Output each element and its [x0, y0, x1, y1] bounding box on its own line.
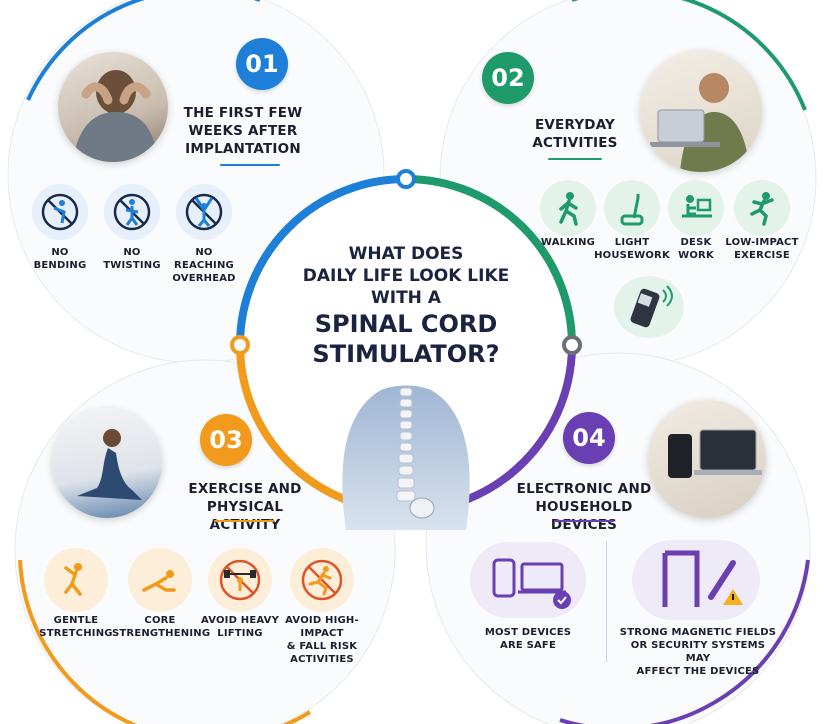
section-2-arc	[572, 0, 807, 111]
ring-node-top	[396, 169, 416, 189]
section-4-underline	[554, 520, 614, 522]
desk-work-icon	[668, 180, 724, 236]
low-impact-exercise-icon	[734, 180, 790, 236]
desk-work-label: DESK WORK	[678, 237, 714, 261]
avoid-heavy-lifting-label: AVOID HEAVY LIFTING	[200, 615, 280, 639]
light-housework-label: LIGHT HOUSEWORK	[594, 237, 670, 261]
center-question: WHAT DOES DAILY LIFE LOOK LIKE WITH A SP…	[266, 243, 546, 369]
section-4-title: ELECTRONIC AND HOUSEHOLD DEVICES	[506, 480, 662, 534]
section-4-title-line-1: ELECTRONIC AND	[516, 481, 652, 497]
security-warning-icon	[632, 540, 760, 620]
phone-and-laptop-icon	[668, 429, 762, 478]
section-1-arc	[26, 0, 260, 101]
stretching-icon	[44, 548, 108, 612]
walking-icon	[540, 180, 596, 236]
devices-photo	[648, 400, 766, 518]
center-line-4: SPINAL CORD	[314, 310, 498, 338]
section-2-title: EVERYDAY ACTIVITIES	[520, 116, 630, 152]
center-ring-blue	[236, 175, 407, 346]
center-line-2: DAILY LIFE LOOK LIKE	[302, 266, 510, 286]
section-3-underline	[214, 520, 274, 522]
center-ring-green	[405, 175, 576, 346]
section-3-title-line-2: PHYSICAL ACTIVITY	[206, 499, 284, 533]
section-1-number: 01	[236, 38, 288, 90]
desk-work-photo	[640, 50, 762, 172]
no-twisting-icon	[104, 184, 160, 240]
no-reaching-overhead-icon	[176, 184, 232, 240]
no-heavy-lifting-icon	[208, 548, 272, 612]
section-3-title-line-1: EXERCISE AND	[188, 481, 302, 497]
person-cobra-pose-icon	[77, 429, 142, 500]
section-1-underline	[220, 164, 280, 166]
section-4-divider	[606, 542, 607, 662]
section-4-title-line-2: HOUSEHOLD DEVICES	[535, 499, 633, 533]
center-line-1: WHAT DOES	[348, 244, 464, 264]
ring-node-left	[230, 335, 250, 355]
no-bending-icon	[32, 184, 88, 240]
gentle-stretching-label: GENTLE STRETCHING	[39, 615, 113, 639]
no-high-impact-icon	[290, 548, 354, 612]
spine-back-illustration	[342, 385, 470, 530]
section-4-number: 04	[563, 412, 615, 464]
center-fill	[238, 177, 574, 513]
neck-pain-photo	[58, 52, 168, 162]
most-devices-safe-label: MOST DEVICES ARE SAFE	[484, 627, 572, 651]
section-1-title-line-1: THE FIRST FEW	[183, 105, 303, 121]
section-2-title-line-1: EVERYDAY	[534, 117, 616, 133]
section-2-number: 02	[482, 52, 534, 104]
section-2-title-line-2: ACTIVITIES	[532, 135, 618, 151]
no-reaching-overhead-label: NO REACHING OVERHEAD	[172, 247, 236, 284]
section-1-title-line-2: WEEKS AFTER	[188, 123, 298, 139]
person-at-laptop-icon	[650, 73, 750, 172]
ring-node-right	[562, 335, 582, 355]
walking-label: WALKING	[540, 237, 596, 248]
vacuum-icon	[604, 180, 660, 236]
person-neck-pain-icon	[73, 70, 158, 162]
magnetic-fields-warning-label: STRONG MAGNETIC FIELDS OR SECURITY SYSTE…	[619, 627, 777, 677]
section-3-arc	[18, 559, 312, 724]
yoga-photo	[52, 408, 162, 518]
no-bending-label: NO BENDING	[33, 247, 87, 271]
section-3-title: EXERCISE AND PHYSICAL ACTIVITY	[170, 480, 320, 534]
section-1-title: THE FIRST FEW WEEKS AFTER IMPLANTATION	[178, 104, 308, 158]
section-3-number: 03	[200, 414, 252, 466]
center-line-3: WITH A	[371, 288, 441, 308]
core-strengthening-label: CORE STRENGTHENING	[112, 615, 211, 639]
remote-controller-icon	[614, 276, 684, 338]
core-strengthening-icon	[128, 548, 192, 612]
avoid-high-impact-label: AVOID HIGH-IMPACT & FALL RISK ACTIVITIES	[285, 615, 359, 665]
section-2-underline	[548, 158, 602, 160]
low-impact-exercise-label: LOW-IMPACT EXERCISE	[725, 237, 799, 261]
center-line-5: STIMULATOR?	[312, 340, 500, 368]
no-twisting-label: NO TWISTING	[103, 247, 161, 271]
devices-safe-icon	[470, 542, 586, 618]
section-1-title-line-3: IMPLANTATION	[185, 141, 301, 157]
section-4-arc	[559, 559, 810, 724]
